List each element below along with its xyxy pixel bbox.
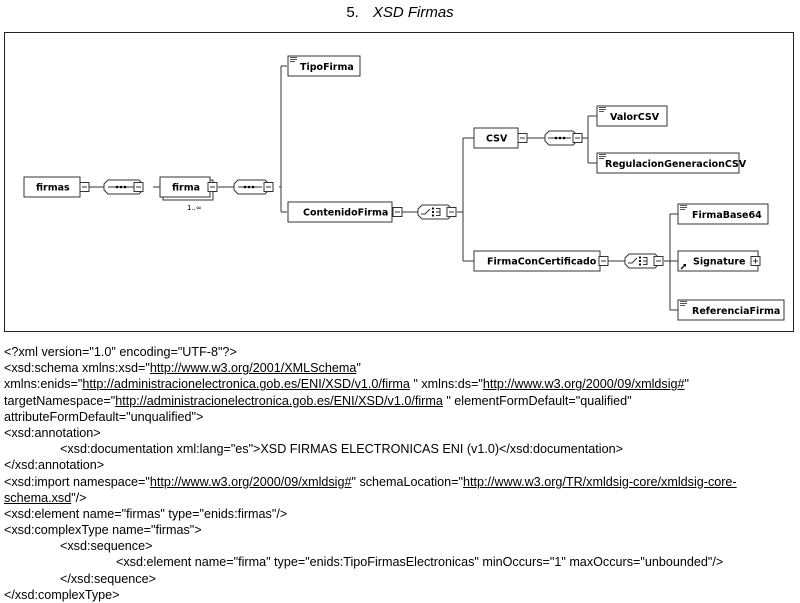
code-line: </xsd:sequence> — [4, 571, 796, 587]
node-label: firmas — [36, 183, 70, 194]
node-tipo-firma[interactable]: TipoFirma — [287, 55, 361, 77]
code-text: </xsd:annotation> — [4, 458, 105, 473]
collapse-icon[interactable] — [207, 182, 218, 192]
node-contenido-firma[interactable]: ContenidoFirma — [287, 201, 403, 223]
code-text: " — [684, 377, 689, 392]
node-firma-con-certificado[interactable]: FirmaConCertificado — [473, 250, 609, 272]
node-label: FirmaConCertificado — [487, 257, 597, 268]
code-link[interactable]: schema.xsd — [4, 490, 72, 505]
node-valor-csv[interactable]: ValorCSV — [596, 105, 668, 127]
code-text: "/> — [71, 490, 87, 505]
code-text: <?xml version="1.0" encoding="UTF-8"?> — [4, 345, 237, 359]
code-line: </xsd:complexType> — [4, 587, 796, 603]
node-label: CSV — [486, 134, 508, 145]
code-text: " — [356, 361, 361, 376]
code-text: <xsd:annotation> — [4, 425, 101, 440]
code-text: xmlns:enids=" — [4, 377, 83, 392]
code-text: <xsd:schema xmlns:xsd=" — [4, 361, 150, 376]
code-text: <xsd:element name="firma" type="enids:Ti… — [116, 555, 724, 570]
code-text: <xsd:import namespace=" — [4, 474, 150, 489]
collapse-icon[interactable] — [517, 133, 528, 143]
node-csv[interactable]: CSV — [473, 127, 528, 149]
code-line: </xsd:annotation> — [4, 457, 796, 473]
code-line: xmlns:enids="http://administracionelectr… — [4, 376, 796, 392]
code-link[interactable]: http://www.w3.org/2000/09/xmldsig# — [482, 377, 685, 392]
node-label: TipoFirma — [300, 62, 354, 73]
code-line: <xsd:schema xmlns:xsd="http://www.w3.org… — [4, 360, 796, 376]
collapse-icon[interactable] — [446, 207, 457, 217]
node-referencia-firma[interactable]: ReferenciaFirma — [677, 299, 785, 321]
node-signature[interactable]: Signature — [677, 250, 761, 272]
collapse-icon[interactable] — [572, 133, 583, 143]
node-regulacion-generacion-csv[interactable]: RegulacionGeneracionCSV — [596, 152, 747, 174]
expand-icon[interactable] — [750, 256, 761, 266]
sequence-compositor-2[interactable] — [233, 179, 274, 195]
code-line: <?xml version="1.0" encoding="UTF-8"?> — [4, 344, 796, 360]
collapse-icon[interactable] — [392, 207, 403, 217]
code-text: targetNamespace=" — [4, 393, 116, 408]
code-line: <xsd:complexType name="firmas"> — [4, 522, 796, 538]
code-line: <xsd:annotation> — [4, 425, 796, 441]
choice-compositor-1[interactable] — [417, 204, 457, 220]
code-link[interactable]: http://www.w3.org/2000/09/xmldsig# — [149, 474, 352, 489]
code-link[interactable]: http://administracionelectronica.gob.es/… — [82, 377, 410, 392]
node-firmas[interactable]: firmas — [23, 176, 90, 198]
reference-arrow-icon — [680, 264, 686, 270]
node-label: ContenidoFirma — [303, 208, 388, 219]
code-line: <xsd:documentation xml:lang="es">XSD FIR… — [4, 441, 796, 457]
code-text: " xmlns:ds=" — [409, 377, 483, 392]
code-link[interactable]: http://www.w3.org/2001/XMLSchema — [149, 361, 357, 376]
node-firma[interactable]: firma 1..∞ — [159, 176, 218, 212]
xsd-diagram: firmas firma 1..∞ TipoFirma ContenidoFir… — [23, 55, 785, 321]
section-heading: 5. XSD Firmas — [0, 4, 800, 21]
node-label: Signature — [693, 257, 746, 268]
node-label: firma — [172, 183, 200, 194]
collapse-icon[interactable] — [653, 256, 664, 266]
code-text: attributeFormDefault="unqualified"> — [4, 409, 204, 424]
node-label: FirmaBase64 — [692, 210, 762, 221]
code-text: <xsd:complexType name="firmas"> — [4, 523, 202, 538]
node-label: ReferenciaFirma — [692, 306, 780, 317]
node-label: ValorCSV — [610, 112, 660, 123]
collapse-icon[interactable] — [79, 182, 90, 192]
collapse-icon[interactable] — [133, 182, 144, 192]
code-text: " schemaLocation=" — [351, 474, 463, 489]
node-firma-base64[interactable]: FirmaBase64 — [677, 203, 769, 225]
code-line: schema.xsd"/> — [4, 490, 796, 506]
code-line: attributeFormDefault="unqualified"> — [4, 409, 796, 425]
code-text: <xsd:sequence> — [60, 539, 153, 554]
collapse-icon[interactable] — [598, 256, 609, 266]
section-number: 5. — [346, 4, 359, 21]
code-text: </xsd:complexType> — [4, 587, 120, 602]
code-line: <xsd:sequence> — [4, 538, 796, 554]
xsd-source-code: <?xml version="1.0" encoding="UTF-8"?><x… — [4, 344, 796, 603]
code-text: </xsd:sequence> — [60, 571, 156, 586]
section-title: XSD Firmas — [372, 4, 454, 21]
code-line: <xsd:element name="firma" type="enids:Ti… — [4, 554, 796, 570]
node-label: RegulacionGeneracionCSV — [605, 159, 747, 170]
code-line: <xsd:import namespace="http://www.w3.org… — [4, 474, 796, 490]
code-text: <xsd:documentation xml:lang="es">XSD FIR… — [60, 442, 623, 457]
code-link[interactable]: http://www.w3.org/TR/xmldsig-core/xmldsi… — [463, 474, 737, 489]
diagram-frame — [4, 32, 794, 332]
choice-compositor-2[interactable] — [624, 253, 664, 269]
sequence-compositor-3[interactable] — [544, 130, 583, 146]
connector-lines — [89, 65, 678, 311]
code-text: " elementFormDefault="qualified" — [442, 393, 632, 408]
occurrence-label: 1..∞ — [187, 204, 202, 212]
code-text: <xsd:element name="firmas" type="enids:f… — [4, 506, 288, 521]
collapse-icon[interactable] — [263, 182, 274, 192]
code-line: targetNamespace="http://administracionel… — [4, 393, 796, 409]
code-link[interactable]: http://administracionelectronica.gob.es/… — [115, 393, 443, 408]
code-line: <xsd:element name="firmas" type="enids:f… — [4, 506, 796, 522]
sequence-compositor-1[interactable] — [103, 179, 144, 195]
